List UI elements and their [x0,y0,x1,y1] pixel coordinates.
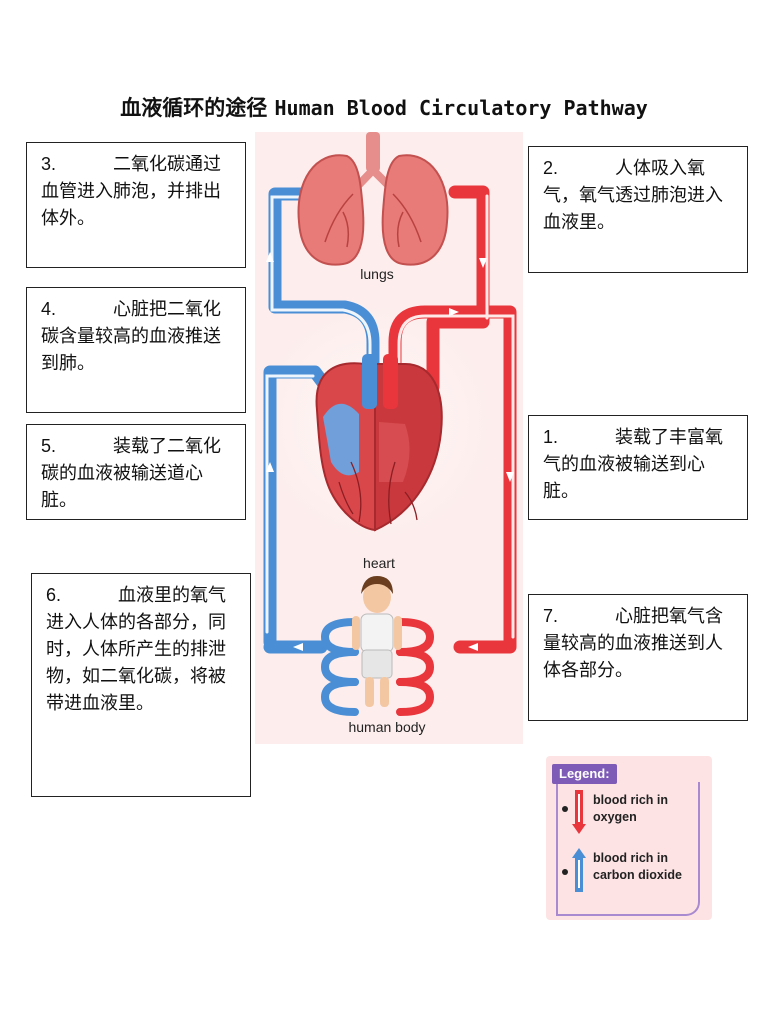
boy-figure [352,576,402,707]
step-number: 6. [46,585,62,605]
title-chinese: 血液循环的途径 [120,96,268,120]
step-text: 心脏把氧气含量较高的血液推送到人体各部分。 [543,606,723,681]
step-text: 装载了丰富氧气的血液被输送到心脏。 [543,427,723,502]
legend-bullet [562,806,568,812]
step-box-1: 1.装载了丰富氧气的血液被输送到心脏。 [528,415,748,520]
arrow-up-icon [266,252,274,262]
right-lung [381,154,449,266]
circulation-diagram: lungs heart [255,132,523,744]
aorta-vessel [388,305,517,654]
arrow-left-icon [468,643,478,651]
trachea [366,132,380,172]
step-box-7: 7.心脏把氧气含量较高的血液推送到人体各部分。 [528,594,748,721]
blue-vessel-highlights [265,195,372,634]
heart-illustration [315,354,443,532]
pulmonary-artery-vessel [268,187,380,409]
step-box-4: 4.心脏把二氧化碳含量较高的血液推送到肺。 [26,287,246,413]
step-number: 5. [41,436,57,456]
step-box-2: 2.人体吸入氧气，氧气透过肺泡进入血液里。 [528,146,748,273]
human-body-label: human body [348,719,425,735]
step-text: 二氧化碳通过血管进入肺泡，并排出体外。 [41,154,221,229]
legend-frame [556,782,700,916]
arrow-down-icon [479,258,487,268]
blue-arrow-icon [572,848,586,892]
step-text: 心脏把二氧化碳含量较高的血液推送到肺。 [41,299,221,374]
legend-co2-label: blood rich in carbon dioxide [593,851,682,882]
circulation-diagram-svg: lungs heart [255,132,517,735]
red-arrow-icon [572,790,586,834]
step-number: 4. [41,299,57,319]
legend-bullet [562,869,568,875]
legend: Legend: blood rich in oxygen blood rich … [546,756,712,920]
page-title: 血液循环的途径 Human Blood Circulatory Pathway [0,92,768,122]
arrow-left-icon [293,643,303,651]
step-text: 装载了二氧化碳的血液被输送道心脏。 [41,436,221,511]
lungs-label: lungs [360,266,393,282]
red-vessel-highlights [397,194,515,639]
step-box-3: 3.二氧化碳通过血管进入肺泡，并排出体外。 [26,142,246,268]
left-lung [297,154,365,266]
step-number: 2. [543,158,559,178]
arrow-up-icon [266,462,274,472]
step-number: 3. [41,154,57,174]
lungs-illustration [297,132,449,266]
flow-arrows [266,252,514,651]
legend-title: Legend: [552,764,617,784]
step-text: 人体吸入氧气，氧气透过肺泡进入血液里。 [543,158,723,233]
title-english: Human Blood Circulatory Pathway [274,96,648,120]
heart-label: heart [363,555,395,571]
legend-oxygen-label: blood rich in oxygen [593,793,668,824]
step-box-6: 6.血液里的氧气进入人体的各部分，同时，人体所产生的排泄物，如二氧化碳，将被带进… [31,573,251,797]
step-number: 1. [543,427,559,447]
capillary-network [320,618,435,716]
arrow-right-icon [449,308,459,316]
step-box-5: 5.装载了二氧化碳的血液被输送道心脏。 [26,424,246,520]
step-text: 血液里的氧气进入人体的各部分，同时，人体所产生的排泄物，如二氧化碳，将被带进血液… [46,585,226,714]
step-number: 7. [543,606,559,626]
arrow-down-icon [506,472,514,482]
